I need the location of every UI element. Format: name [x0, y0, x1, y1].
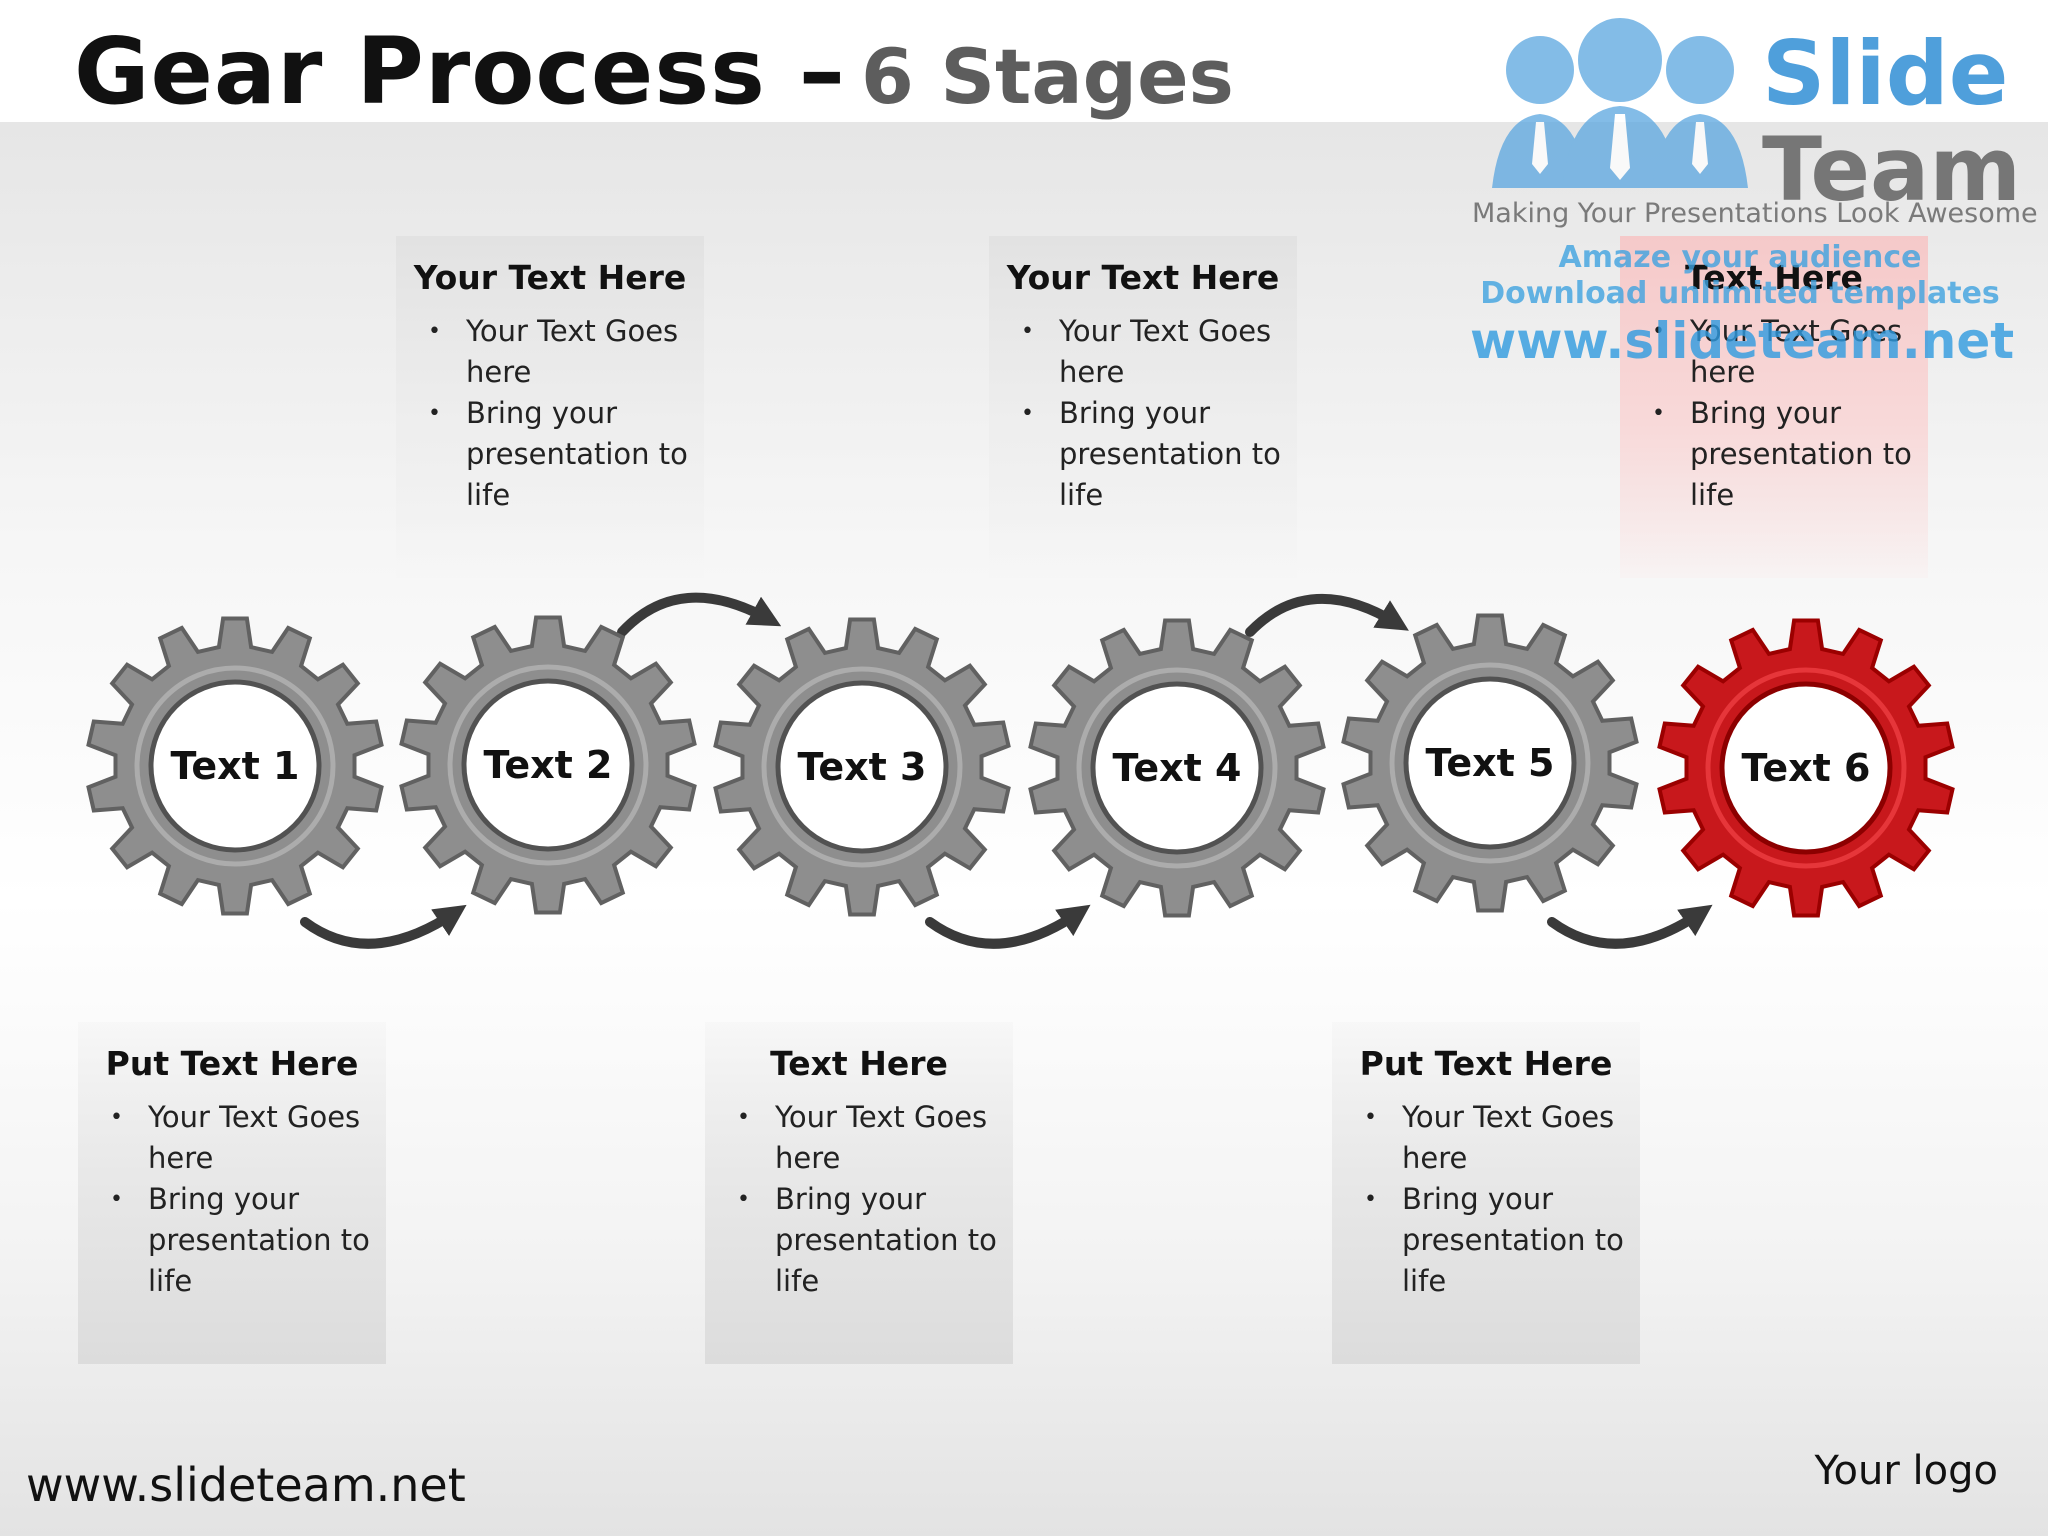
gear-label: Text 5: [1426, 741, 1555, 785]
slideteam-watermark: Slide Team Making Your Presentations Loo…: [1470, 18, 2038, 378]
gear-4: Text 4: [1028, 618, 1326, 918]
bullet-text: Your Text Goes here: [466, 314, 679, 389]
page-title: Gear Process – 6 Stages: [74, 18, 1234, 125]
curved-arrow-icon-3: [925, 904, 1091, 949]
bullet-icon: •: [428, 401, 441, 426]
curved-arrow-icon-2: [617, 592, 782, 637]
gear-label: Text 6: [1742, 746, 1871, 790]
bullet-list: • Your Text Goes here • Bring your present…: [735, 1097, 997, 1302]
brand-tagline: Making Your Presentations Look Awesome: [1472, 198, 2038, 229]
list-item: • Bring your presentation to life: [1650, 393, 1912, 516]
bullet-text: Bring your presentation to life: [1690, 396, 1912, 512]
bullet-text: Your Text Goes here: [1402, 1100, 1615, 1175]
watermark-url: www.slideteam.net: [1470, 312, 2015, 370]
arrows-layer: [300, 592, 1713, 949]
gear-label: Text 1: [171, 744, 300, 788]
bullet-icon: •: [737, 1105, 750, 1130]
box-heading: Your Text Here: [413, 258, 687, 297]
gear-inner-ring: [134, 665, 336, 867]
bullet-icon: •: [1652, 401, 1665, 426]
gear-1: Text 1: [86, 616, 384, 916]
list-item: • Your Text Goes here: [108, 1097, 370, 1179]
gear-diagram: Text 1 Text 2 Text 3 Text 4 Text 5 Text 6: [86, 592, 1955, 949]
bullet-icon: •: [1364, 1105, 1377, 1130]
bullet-list: • Your Text Goes here • Bring your present…: [1362, 1097, 1624, 1302]
box-heading: Text Here: [1685, 258, 1863, 297]
bottom-text-box-2: Text Here • Your Text Goes here • Bring yo…: [705, 1022, 1013, 1364]
curved-arrow-icon-1: [300, 904, 467, 949]
list-item: • Your Text Goes here: [1362, 1097, 1624, 1179]
bullet-text: Your Text Goes here: [1690, 314, 1903, 389]
bullet-text: Bring your presentation to life: [148, 1182, 370, 1298]
list-item: • Your Text Goes here: [426, 311, 688, 393]
title-subtitle: 6 Stages: [860, 32, 1234, 121]
gear-label: Text 3: [798, 745, 927, 789]
gear-inner-ring: [761, 666, 963, 868]
gear-hub: [775, 680, 949, 854]
bullet-list: • Your Text Goes here • Bring your present…: [1650, 311, 1912, 516]
bullet-text: Bring your presentation to life: [1402, 1182, 1624, 1298]
bullet-text: Bring your presentation to life: [775, 1182, 997, 1298]
bullet-icon: •: [110, 1187, 123, 1212]
gear-inner-ring: [1076, 667, 1278, 869]
gears-layer: Text 1 Text 2 Text 3 Text 4 Text 5 Text 6: [86, 613, 1955, 918]
bottom-text-box-1: Put Text Here • Your Text Goes here • Brin…: [78, 1022, 386, 1364]
gear-inner-ring: [1705, 667, 1907, 869]
watermark-line-2: Download unlimited templates: [1480, 276, 2000, 311]
top-text-box-2: Your Text Here • Your Text Goes here • Bri…: [989, 236, 1297, 578]
gear-6: Text 6: [1657, 618, 1955, 918]
list-item: • Your Text Goes here: [1650, 311, 1912, 393]
title-main: Gear Process –: [74, 18, 846, 125]
gear-hub: [148, 679, 322, 853]
bullet-list: • Your Text Goes here • Bring your present…: [108, 1097, 370, 1302]
bullet-icon: •: [1021, 319, 1034, 344]
box-heading: Your Text Here: [1006, 258, 1280, 297]
top-text-box-1: Your Text Here • Your Text Goes here • Bri…: [396, 236, 704, 578]
box-heading: Text Here: [770, 1044, 948, 1083]
brand-word-team: Team: [1762, 118, 2022, 221]
list-item: • Bring your presentation to life: [1019, 393, 1281, 516]
bullet-icon: •: [428, 319, 441, 344]
list-item: • Bring your presentation to life: [426, 393, 688, 516]
list-item: • Your Text Goes here: [735, 1097, 997, 1179]
gear-hub: [1719, 681, 1893, 855]
bullet-text: Your Text Goes here: [1059, 314, 1272, 389]
bullet-icon: •: [737, 1187, 750, 1212]
people-logo-icon: [1492, 18, 1748, 188]
footer-url: www.slideteam.net: [26, 1458, 466, 1512]
gear-hub: [1403, 676, 1577, 850]
gear-hub: [461, 678, 635, 852]
gear-5: Text 5: [1341, 613, 1639, 913]
bullet-text: Bring your presentation to life: [466, 396, 688, 512]
bullet-text: Your Text Goes here: [775, 1100, 988, 1175]
brand-word-slide: Slide: [1762, 22, 2009, 125]
gear-3: Text 3: [713, 617, 1011, 917]
curved-arrow-icon-4: [1245, 594, 1409, 637]
top-text-box-3: Text Here • Your Text Goes here • Bring yo…: [1620, 236, 1928, 578]
box-heading: Put Text Here: [105, 1044, 359, 1083]
bullet-icon: •: [1364, 1187, 1377, 1212]
gear-inner-ring: [1389, 662, 1591, 864]
bullet-list: • Your Text Goes here • Bring your present…: [426, 311, 688, 516]
watermark-line-1: Amaze your audience: [1558, 240, 1922, 275]
box-heading: Put Text Here: [1359, 1044, 1613, 1083]
gear-label: Text 2: [484, 743, 613, 787]
bullet-icon: •: [1021, 401, 1034, 426]
list-item: • Bring your presentation to life: [735, 1179, 997, 1302]
bullet-list: • Your Text Goes here • Bring your present…: [1019, 311, 1281, 516]
curved-arrow-icon-5: [1547, 904, 1713, 949]
bullet-text: Your Text Goes here: [148, 1100, 361, 1175]
gear-label: Text 4: [1113, 746, 1242, 790]
footer-logo-placeholder: Your logo: [1814, 1448, 1998, 1494]
list-item: • Bring your presentation to life: [108, 1179, 370, 1302]
gear-inner-ring: [447, 664, 649, 866]
gear-2: Text 2: [399, 615, 697, 915]
list-item: • Bring your presentation to life: [1362, 1179, 1624, 1302]
bullet-icon: •: [110, 1105, 123, 1130]
bullet-icon: •: [1652, 319, 1665, 344]
gear-hub: [1090, 681, 1264, 855]
bottom-text-box-3: Put Text Here • Your Text Goes here • Brin…: [1332, 1022, 1640, 1364]
bullet-text: Bring your presentation to life: [1059, 396, 1281, 512]
list-item: • Your Text Goes here: [1019, 311, 1281, 393]
